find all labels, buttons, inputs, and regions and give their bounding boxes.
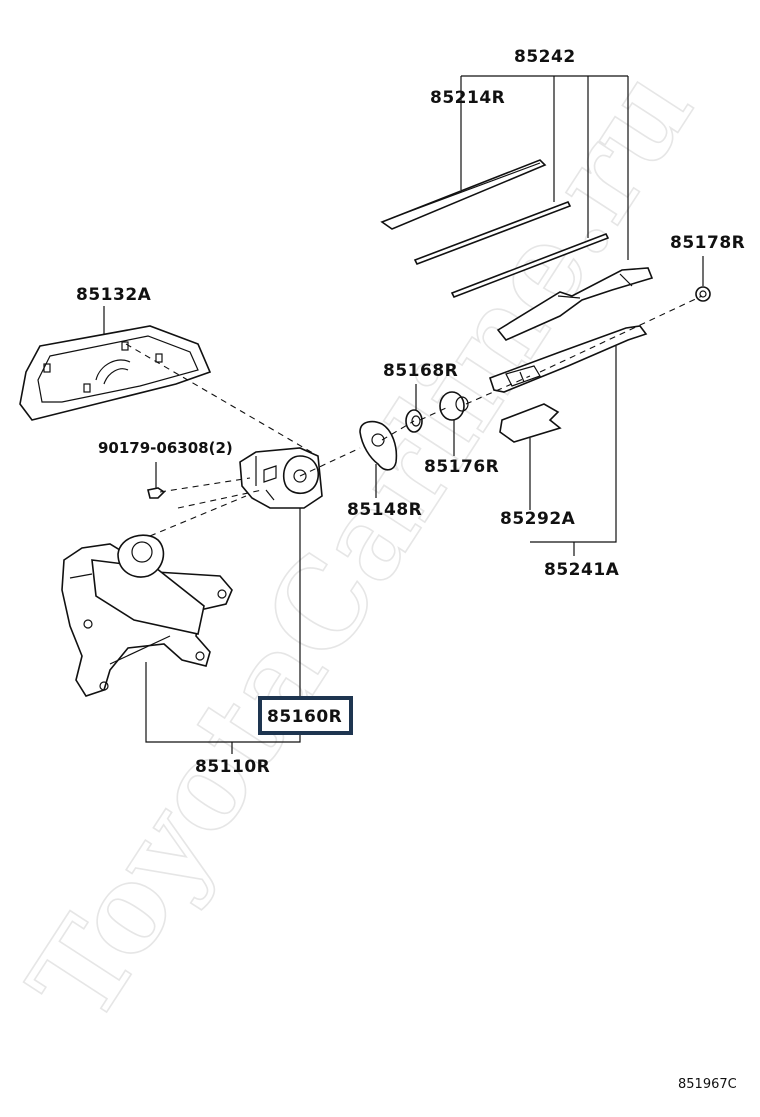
arm-cover-85292A[interactable] <box>499 403 562 443</box>
wiper-blade-strip-3[interactable] <box>450 232 610 299</box>
wiper-motor-85160R[interactable] <box>239 447 323 509</box>
label-85176R[interactable]: 85176R <box>424 457 499 477</box>
cover-85132A[interactable] <box>19 325 212 421</box>
wiper-blade-assembly[interactable] <box>496 267 654 341</box>
label-85110R[interactable]: 85110R <box>195 757 270 777</box>
label-85132A[interactable]: 85132A <box>76 285 152 305</box>
wiper-blade-rubber-85214R[interactable] <box>380 159 547 230</box>
label-85160R[interactable]: 85160R <box>267 707 342 727</box>
label-85292A[interactable]: 85292A <box>500 509 576 529</box>
label-90179-06308[interactable]: 90179-06308(2) <box>98 439 233 457</box>
diagram-code: 851967C <box>678 1077 737 1092</box>
label-85214R[interactable]: 85214R <box>430 88 505 108</box>
part-labels: 85242 85214R 85178R 85132A 85168R 90179-… <box>76 47 745 777</box>
bolt-90179-06308[interactable] <box>147 487 166 499</box>
wiper-blade-strip-2[interactable] <box>413 200 572 266</box>
label-85242[interactable]: 85242 <box>514 47 576 67</box>
assembly-dashed-lines <box>125 295 703 537</box>
grommet-85148R[interactable] <box>359 420 398 471</box>
selected-part-85160R[interactable]: 85160R <box>258 696 353 735</box>
nut-85178R[interactable] <box>695 286 711 302</box>
bracket-85242 <box>460 75 629 260</box>
link-frame-85110R[interactable] <box>61 534 233 697</box>
label-85148R[interactable]: 85148R <box>347 500 422 520</box>
label-85241A[interactable]: 85241A <box>544 560 620 580</box>
label-85178R[interactable]: 85178R <box>670 233 745 253</box>
label-85168R[interactable]: 85168R <box>383 361 458 381</box>
cap-85176R[interactable] <box>439 391 469 421</box>
wiper-arm-85241A[interactable] <box>488 325 648 393</box>
leader-lines <box>103 256 704 754</box>
